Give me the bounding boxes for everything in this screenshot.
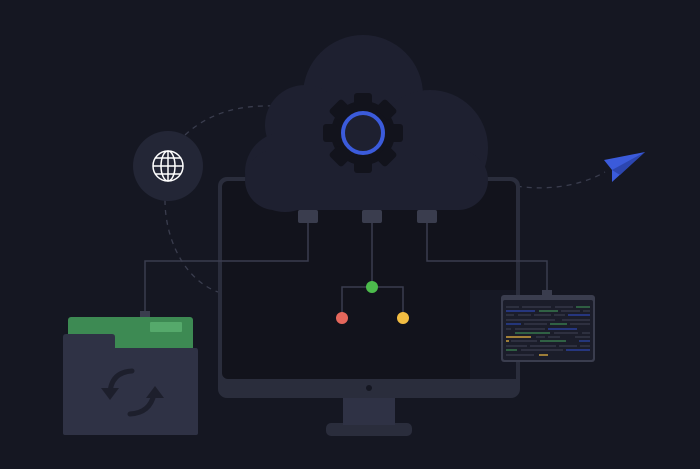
node-red [336,312,348,324]
node-green [366,281,378,293]
folder-icon [63,311,198,435]
gear-ring [341,111,385,155]
paper-plane-icon [604,152,645,182]
node-yellow [397,312,409,324]
globe-icon [133,131,203,201]
gear-icon [323,93,403,173]
code-window-icon [501,290,595,362]
cloud-connectors [298,210,437,223]
wires [144,223,548,318]
